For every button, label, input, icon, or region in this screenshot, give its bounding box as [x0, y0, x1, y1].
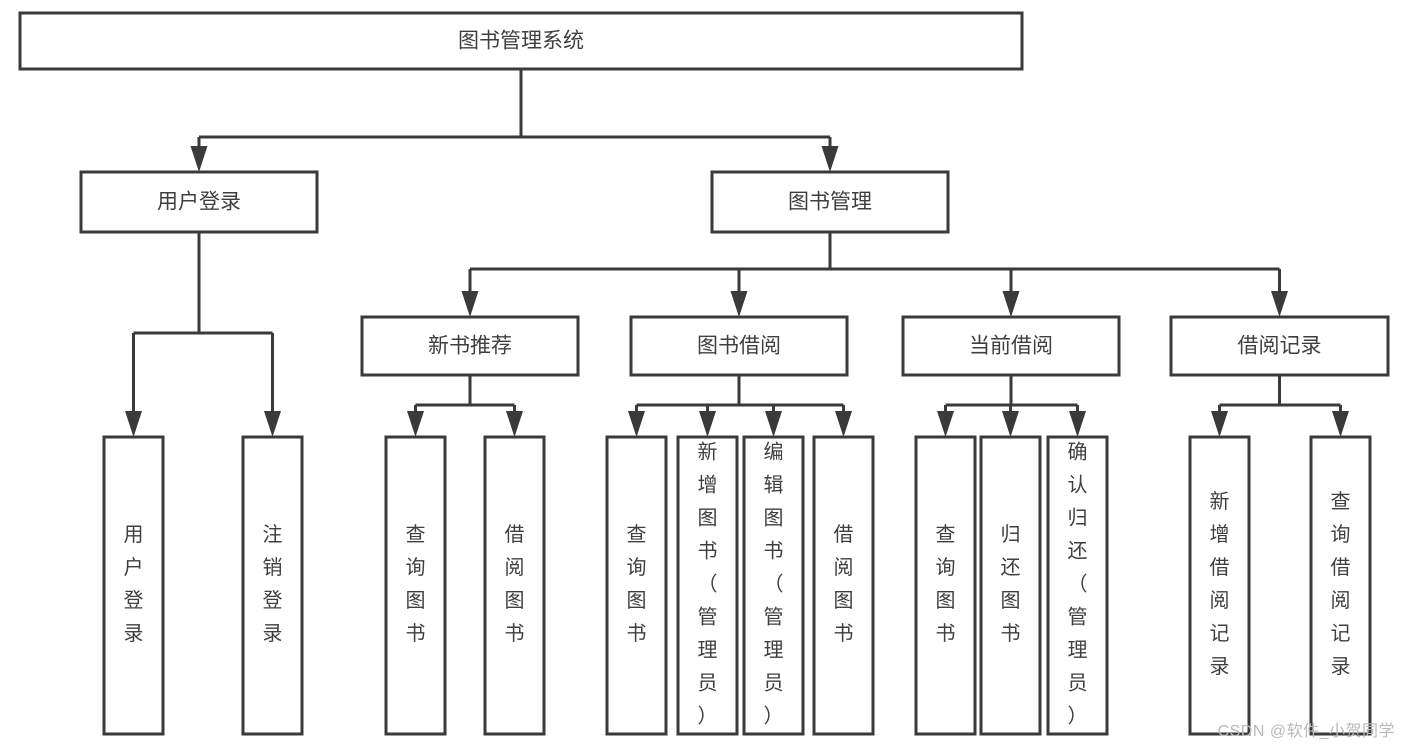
node-label: 查询借阅记录 [1331, 490, 1351, 678]
node-box[interactable] [241, 435, 304, 736]
node-label: 编辑图书（管理员） [764, 441, 784, 728]
node-leaf-query-record[interactable]: 查询借阅记录 [1309, 435, 1372, 736]
node-leaf-query-book-2[interactable]: 查询图书 [605, 435, 668, 736]
node-label: 图书借阅 [697, 335, 781, 358]
edge-group-new-book-recommend [407, 375, 523, 437]
node-leaf-add-record[interactable]: 新增借阅记录 [1188, 435, 1251, 736]
node-leaf-edit-book[interactable]: 编辑图书（管理员） [742, 435, 805, 736]
arrow-head-icon [1332, 411, 1349, 437]
node-label: 确认归还（管理员） [1068, 441, 1088, 728]
node-box[interactable] [483, 435, 546, 736]
node-box[interactable] [605, 435, 668, 736]
node-box[interactable] [710, 170, 950, 234]
node-box[interactable] [1188, 435, 1251, 736]
node-label: 图书管理系统 [458, 30, 584, 53]
node-label: 新增图书（管理员） [698, 441, 718, 728]
arrow-head-icon [765, 411, 782, 437]
node-box[interactable] [901, 315, 1121, 377]
node-current-borrow[interactable]: 当前借阅 [901, 315, 1121, 377]
node-leaf-return-book[interactable]: 归还图书 [979, 435, 1042, 736]
edge-group-current-borrow [937, 375, 1086, 437]
node-new-book-recommend[interactable]: 新书推荐 [360, 315, 580, 377]
node-box[interactable] [1309, 435, 1372, 736]
node-root[interactable]: 图书管理系统 [18, 11, 1024, 71]
node-label: 用户登录 [124, 524, 144, 645]
arrow-head-icon [407, 411, 424, 437]
node-label: 借阅图书 [505, 523, 525, 645]
node-label: 借阅记录 [1238, 335, 1322, 358]
node-label: 新书推荐 [428, 335, 512, 358]
node-box[interactable] [812, 435, 875, 736]
node-label: 用户登录 [157, 191, 241, 214]
node-label: 查询图书 [936, 523, 956, 645]
node-label: 查询图书 [406, 523, 426, 645]
node-box[interactable] [979, 435, 1042, 736]
node-label: 借阅图书 [834, 523, 854, 645]
node-box[interactable] [914, 435, 977, 736]
arrow-head-icon [1002, 411, 1019, 437]
arrow-head-icon [506, 411, 523, 437]
node-label: 查询图书 [627, 523, 647, 645]
node-layer: 图书管理系统用户登录图书管理新书推荐图书借阅当前借阅借阅记录用户登录注销登录查询… [18, 11, 1390, 736]
node-box[interactable] [18, 11, 1024, 71]
edge-group-root [190, 69, 839, 172]
arrow-head-icon [1002, 291, 1020, 317]
node-label: 注销登录 [263, 523, 283, 645]
arrow-head-icon [1211, 411, 1228, 437]
node-leaf-user-login[interactable]: 用户登录 [102, 435, 165, 736]
node-label: 当前借阅 [969, 335, 1053, 358]
node-book-borrow[interactable]: 图书借阅 [629, 315, 849, 377]
node-leaf-logout[interactable]: 注销登录 [241, 435, 304, 736]
node-box[interactable] [1169, 315, 1390, 377]
node-box[interactable] [360, 315, 580, 377]
node-leaf-borrow-book-1[interactable]: 借阅图书 [483, 435, 546, 736]
arrow-head-icon [699, 411, 716, 437]
node-leaf-borrow-book-2[interactable]: 借阅图书 [812, 435, 875, 736]
node-user-login[interactable]: 用户登录 [79, 170, 319, 234]
node-box[interactable] [742, 435, 805, 736]
node-box[interactable] [384, 435, 447, 736]
arrow-head-icon [730, 291, 748, 317]
node-leaf-query-book-1[interactable]: 查询图书 [384, 435, 447, 736]
node-label: 归还图书 [1001, 523, 1021, 645]
node-leaf-confirm-return[interactable]: 确认归还（管理员） [1046, 435, 1109, 736]
arrow-head-icon [821, 146, 839, 172]
node-leaf-query-book-3[interactable]: 查询图书 [914, 435, 977, 736]
node-box[interactable] [1046, 435, 1109, 736]
edge-group-borrow-record [1211, 375, 1349, 437]
node-box[interactable] [79, 170, 319, 234]
edge-group-book-borrow [628, 375, 852, 437]
arrow-head-icon [190, 146, 208, 172]
node-box[interactable] [102, 435, 165, 736]
node-box[interactable] [629, 315, 849, 377]
node-leaf-add-book[interactable]: 新增图书（管理员） [676, 435, 739, 736]
node-box[interactable] [676, 435, 739, 736]
arrow-head-icon [628, 411, 645, 437]
node-borrow-record[interactable]: 借阅记录 [1169, 315, 1390, 377]
edge-group-book-manage [461, 232, 1288, 317]
node-book-manage[interactable]: 图书管理 [710, 170, 950, 234]
arrow-head-icon [125, 411, 142, 437]
edge-layer [125, 69, 1349, 437]
node-label: 图书管理 [788, 191, 872, 214]
arrow-head-icon [937, 411, 954, 437]
arrow-head-icon [461, 291, 479, 317]
edge-group-user-login [125, 232, 281, 437]
node-label: 新增借阅记录 [1210, 490, 1230, 678]
arrow-head-icon [835, 411, 852, 437]
arrow-head-icon [1271, 291, 1288, 317]
arrow-head-icon [264, 411, 281, 437]
arrow-head-icon [1069, 411, 1086, 437]
